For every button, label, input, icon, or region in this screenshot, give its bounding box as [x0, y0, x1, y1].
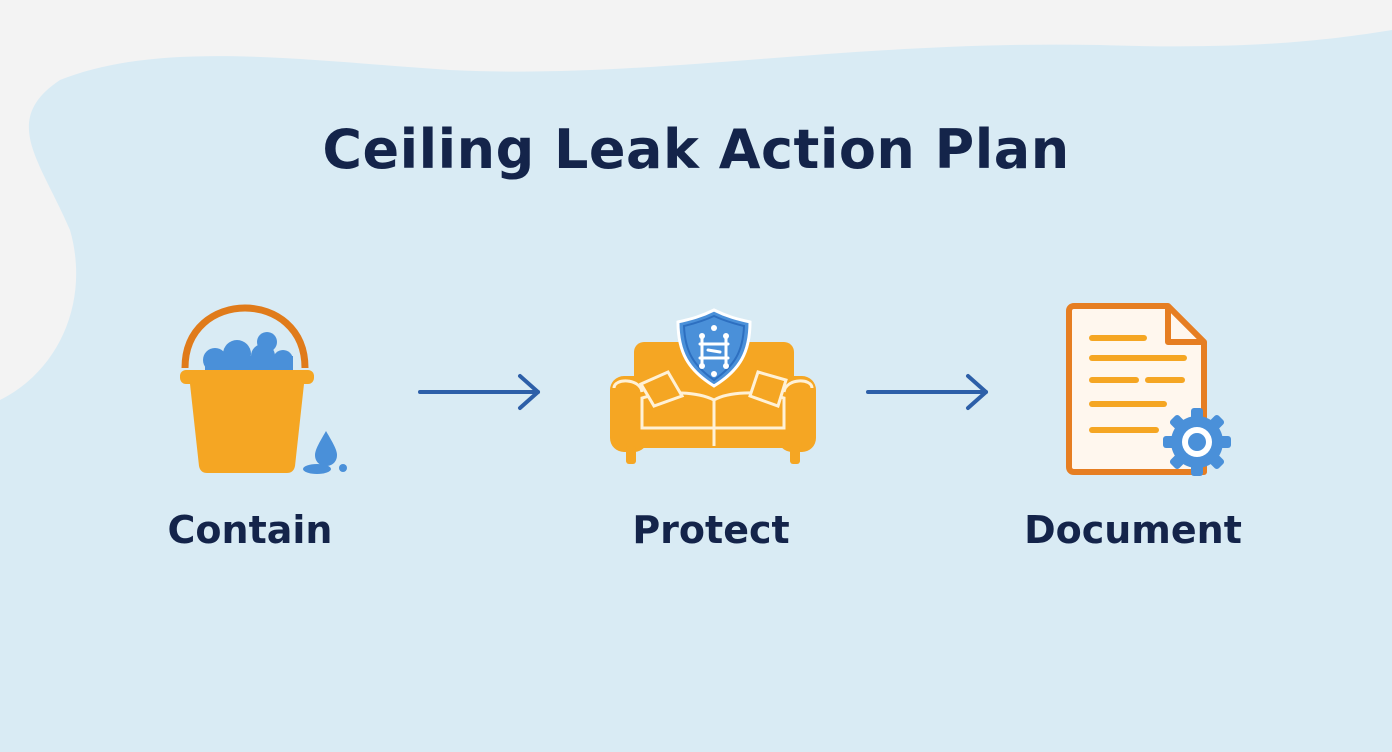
step-label-document: Document	[1024, 508, 1242, 552]
bucket-icon	[180, 304, 347, 474]
step-label-protect: Protect	[632, 508, 790, 552]
step-label-contain: Contain	[167, 508, 333, 552]
page-title: Ceiling Leak Action Plan	[322, 118, 1070, 181]
document-gear-icon	[1066, 303, 1231, 476]
arrow-right-icon	[866, 374, 988, 410]
arrow-right-icon	[418, 374, 540, 410]
sofa-shield-icon	[610, 308, 816, 464]
